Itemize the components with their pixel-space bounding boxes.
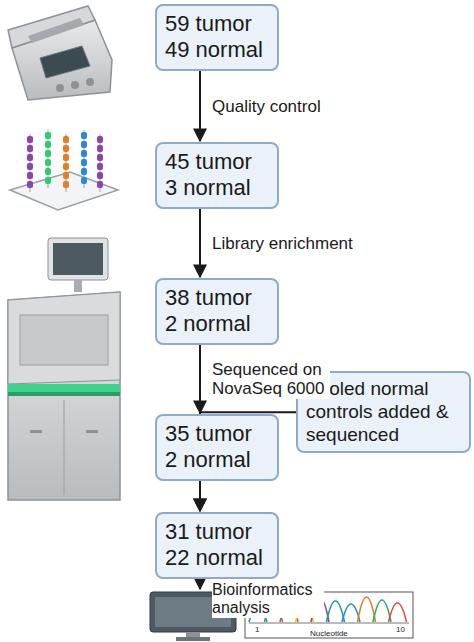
count-box: 38 tumor 2 normal bbox=[155, 278, 279, 345]
analysis-arrow bbox=[199, 579, 201, 589]
flow-arrow bbox=[199, 209, 201, 277]
sequencer-icon bbox=[8, 238, 120, 500]
thermocycler-icon bbox=[8, 6, 112, 100]
step-label: Library enrichment bbox=[212, 234, 353, 254]
step-label: Sequenced on NovaSeq 6000 bbox=[212, 360, 330, 399]
box-text: 38 tumor 2 normal bbox=[165, 285, 269, 338]
flow-arrow bbox=[199, 345, 201, 413]
count-box: 59 tumor 49 normal bbox=[155, 4, 279, 71]
count-box: 45 tumor 3 normal bbox=[155, 142, 279, 209]
flow-arrow bbox=[199, 71, 201, 141]
microarray-icon bbox=[10, 130, 118, 210]
axis-title: Nucleotide bbox=[310, 629, 348, 638]
step-label: Bioinformatics analysis bbox=[212, 581, 324, 618]
box-text: 31 tumor 22 normal bbox=[165, 519, 269, 572]
axis-tick: 10 bbox=[396, 625, 405, 634]
count-box: 31 tumor 22 normal bbox=[155, 512, 279, 579]
box-text: 59 tumor 49 normal bbox=[165, 11, 269, 64]
box-text: 45 tumor 3 normal bbox=[165, 149, 269, 202]
step-label: Quality control bbox=[212, 97, 321, 117]
count-box: 35 tumor 2 normal bbox=[155, 414, 279, 481]
box-text: 35 tumor 2 normal bbox=[165, 421, 269, 474]
axis-tick: 1 bbox=[255, 625, 259, 634]
